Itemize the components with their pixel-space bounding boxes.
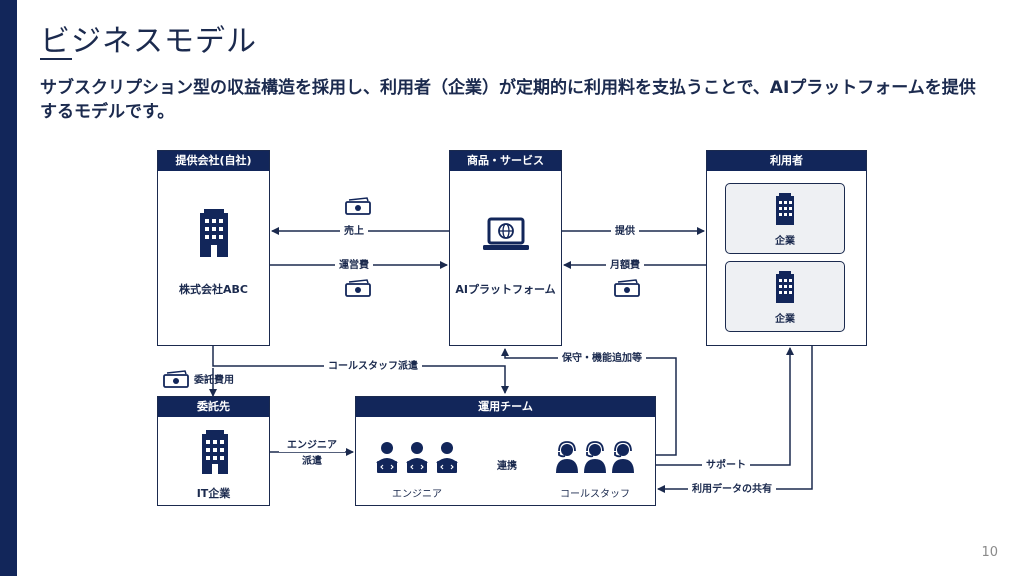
money-icon [614, 279, 640, 297]
call-staff-label: コールスタッフ [560, 489, 630, 500]
side-accent-bar [0, 0, 17, 576]
edge-label-operating-cost: 運営費 [335, 259, 373, 272]
user-company-2-label: 企業 [775, 314, 795, 325]
edge-label-engineer-dispatch-2: 派遣 [302, 456, 322, 467]
node-outsource-header: 委託先 [158, 397, 269, 417]
node-outsource-name: IT企業 [196, 487, 231, 500]
user-company-1: 企業 [725, 183, 845, 254]
edge-label-monthly-fee: 月額費 [606, 259, 644, 272]
node-users-header: 利用者 [707, 151, 866, 171]
edge-label-maintenance: 保守・機能追加等 [558, 352, 646, 365]
engineer-label: エンジニア [392, 489, 442, 500]
link-label: 連携 [497, 461, 517, 472]
node-product-header: 商品・サービス [450, 151, 561, 171]
edge-label-call-staff-dispatch: コールスタッフ派遣 [324, 360, 422, 373]
edge-maintenance [501, 348, 677, 456]
page-number: 10 [981, 545, 998, 560]
edge-support [656, 347, 794, 466]
edge-label-support: サポート [702, 459, 750, 472]
edge-label-sales: 売上 [340, 225, 368, 238]
money-icon [345, 197, 371, 215]
node-provider: 提供会社(自社) 株式会社ABC [157, 150, 270, 346]
node-product: 商品・サービス AIプラットフォーム [449, 150, 562, 346]
user-company-2: 企業 [725, 261, 845, 332]
building-icon [776, 271, 794, 303]
headset-icon [556, 441, 634, 473]
money-icon [345, 279, 371, 297]
edge-label-engineer-dispatch-1: エンジニア [279, 439, 345, 452]
building-icon [202, 430, 228, 474]
money-icon [163, 370, 189, 388]
building-icon [200, 209, 228, 257]
edge-label-provide: 提供 [611, 225, 639, 238]
building-icon [776, 193, 794, 225]
node-outsource: 委託先 IT企業 [157, 396, 270, 506]
edge-label-data-sharing: 利用データの共有 [688, 483, 776, 496]
laptop-globe-icon [483, 217, 529, 250]
user-company-1-label: 企業 [775, 236, 795, 247]
title-underline [40, 58, 72, 60]
node-provider-name: 株式会社ABC [179, 283, 248, 296]
node-users: 利用者 企業 企業 [706, 150, 867, 346]
engineer-icon [376, 442, 458, 473]
edge-label-outsource-fee: 委託費用 [194, 375, 234, 386]
page-title: ビジネスモデル [40, 24, 257, 59]
node-ops-team: 運用チーム エンジニア 連携 コールスタッフ [355, 396, 656, 506]
page-subtitle: サブスクリプション型の収益構造を採用し、利用者（企業）が定期的に利用料を支払うこ… [40, 78, 976, 122]
node-ops-header: 運用チーム [356, 397, 655, 417]
node-product-name: AIプラットフォーム [455, 283, 556, 296]
node-provider-header: 提供会社(自社) [158, 151, 269, 171]
